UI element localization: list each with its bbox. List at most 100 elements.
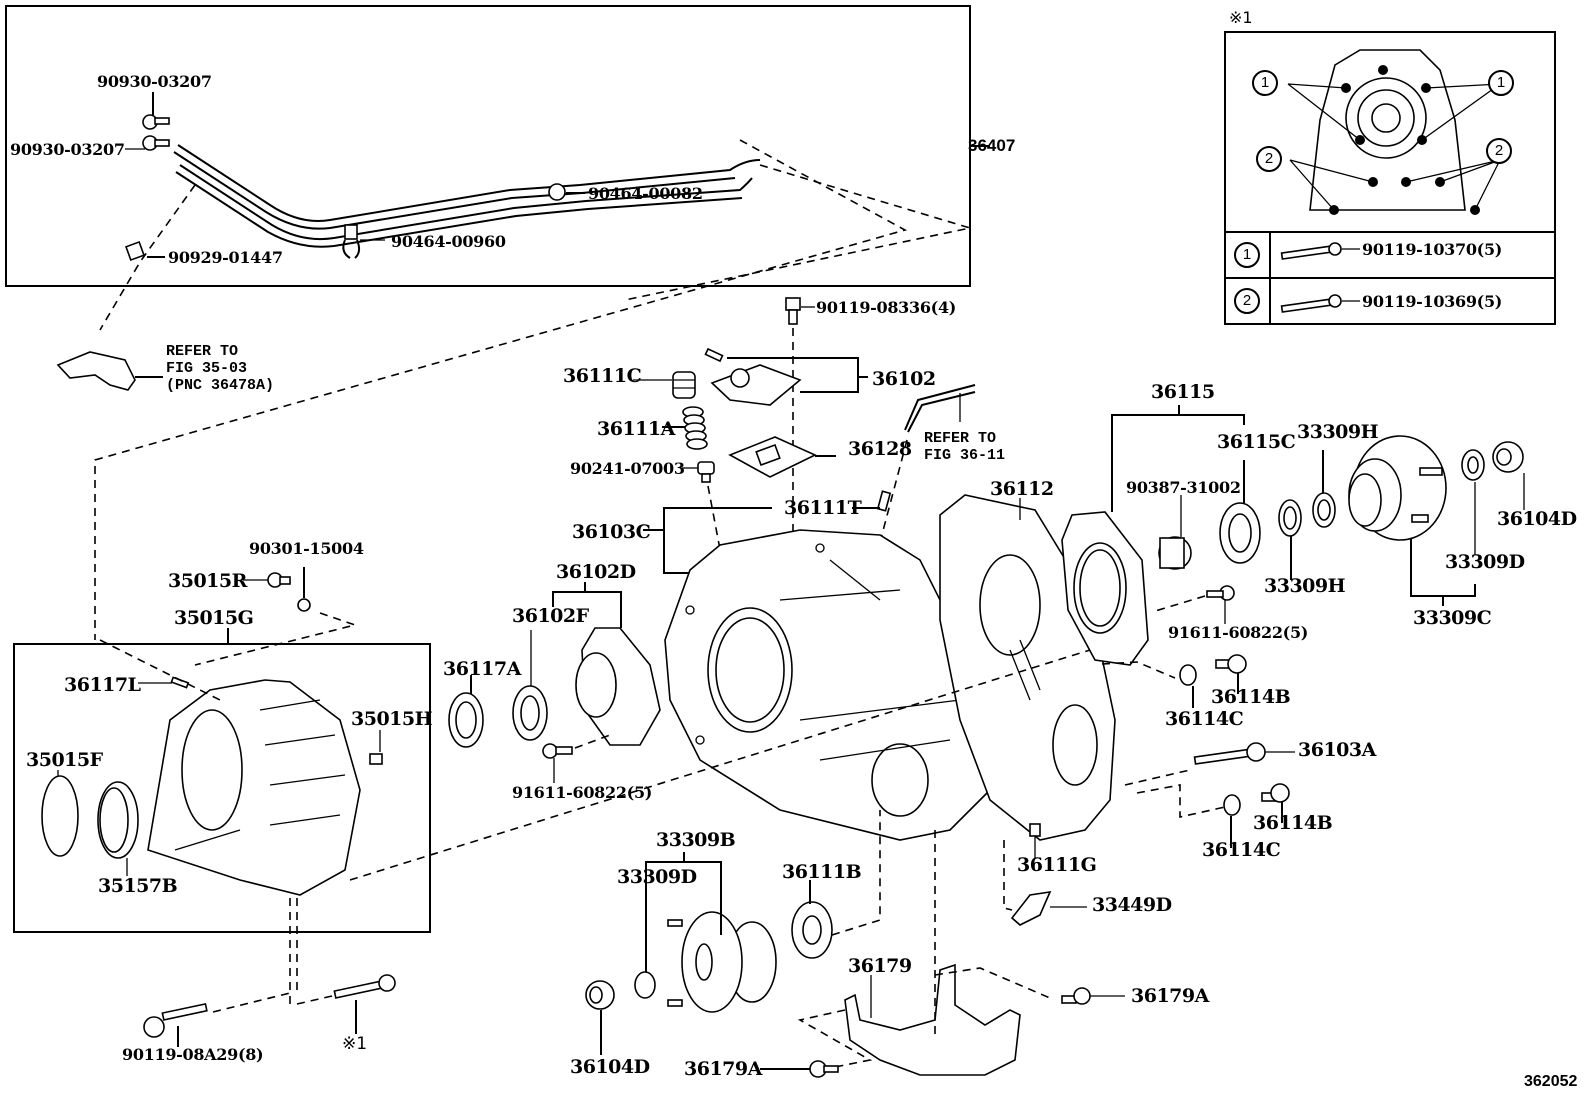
lever-33449D bbox=[1010, 890, 1052, 926]
label-36111T: 36111T bbox=[784, 497, 862, 519]
oil-seal-35157B bbox=[97, 781, 139, 859]
label-36102: 36102 bbox=[872, 368, 936, 390]
label-90241-07003: 90241-07003 bbox=[570, 459, 685, 478]
bearing-retainer-36102D bbox=[575, 627, 661, 746]
rear-cover-36115 bbox=[1061, 511, 1149, 666]
bolt-36179A-left bbox=[809, 1060, 839, 1078]
union-bolt-lower bbox=[142, 135, 170, 151]
bracket-refer-35-03 bbox=[56, 351, 136, 391]
label-90929-01447: 90929-01447 bbox=[168, 248, 283, 267]
pin-36111G bbox=[1029, 823, 1041, 837]
plug-90241-07003 bbox=[697, 461, 715, 483]
figure-id: 362052 bbox=[1524, 1073, 1578, 1090]
label-ref-x1[interactable]: ※1 bbox=[342, 1034, 368, 1054]
label-36103A: 36103A bbox=[1298, 739, 1376, 761]
pin-36102 bbox=[704, 347, 724, 363]
label-90930-03207-lower: 90930-03207 bbox=[10, 140, 125, 159]
extension-housing-frame bbox=[13, 643, 431, 933]
bracket-36179 bbox=[844, 963, 1021, 1076]
label-36114B-lower: 36114B bbox=[1253, 812, 1333, 834]
pin-36111T bbox=[876, 490, 892, 512]
nut-36104D-upper bbox=[1492, 441, 1524, 473]
bolt-36114B-lower bbox=[1261, 783, 1290, 803]
label-36111B: 36111B bbox=[782, 861, 862, 883]
bearing-36115C bbox=[1219, 502, 1261, 564]
label-36111C: 36111C bbox=[563, 365, 642, 387]
label-90464-00960: 90464-00960 bbox=[391, 232, 506, 251]
snap-ring-35015F bbox=[41, 775, 79, 857]
flange-33309B bbox=[667, 911, 777, 1013]
label-36104D-upper: 36104D bbox=[1497, 508, 1577, 530]
bushing-90387-31002 bbox=[1158, 536, 1192, 570]
label-36179A-right: 36179A bbox=[1131, 985, 1209, 1007]
label-35015F: 35015F bbox=[26, 749, 103, 771]
label-35015H: 35015H bbox=[351, 708, 433, 730]
gasket-90301-15004 bbox=[297, 598, 311, 612]
legend-marker-1: 1 bbox=[1234, 242, 1260, 268]
bolt-91611-60822-right bbox=[1206, 585, 1235, 601]
refer-note-fig-36-11[interactable]: REFER TO FIG 36-11 bbox=[924, 430, 1006, 464]
transfer-case-36103C bbox=[664, 529, 991, 841]
union-bolt-upper bbox=[142, 114, 170, 130]
inset-frame bbox=[1224, 31, 1556, 325]
label-36115: 36115 bbox=[1151, 381, 1215, 403]
label-90119-10370: 90119-10370(5) bbox=[1362, 240, 1503, 259]
label-36114C-lower: 36114C bbox=[1202, 839, 1281, 861]
label-33309H-lower: 33309H bbox=[1264, 575, 1346, 597]
spring-36111A bbox=[682, 406, 708, 450]
marker-1-right: 1 bbox=[1488, 70, 1514, 96]
label-36179A-left: 36179A bbox=[684, 1058, 762, 1080]
label-90119-08336: 90119-08336(4) bbox=[816, 298, 957, 317]
marker-2-right: 2 bbox=[1486, 138, 1512, 164]
washer-33309D-lower bbox=[634, 971, 656, 999]
label-33309H-upper: 33309H bbox=[1297, 421, 1379, 443]
label-91611-60822-right: 91611-60822(5) bbox=[1168, 623, 1309, 642]
washer-33309D-upper bbox=[1461, 449, 1485, 481]
label-36104D-lower: 36104D bbox=[570, 1056, 650, 1078]
washer-36114C-upper bbox=[1179, 664, 1197, 686]
label-36102D: 36102D bbox=[556, 561, 636, 583]
spacer-33309H-upper bbox=[1312, 492, 1336, 528]
flange-33309C bbox=[1348, 435, 1447, 541]
oil-seal-36111B bbox=[791, 901, 833, 959]
label-90387-31002: 90387-31002 bbox=[1126, 478, 1241, 497]
label-36111A: 36111A bbox=[597, 418, 675, 440]
extension-housing-35015G bbox=[147, 679, 361, 896]
label-35015G: 35015G bbox=[174, 607, 254, 629]
label-33309D-lower: 33309D bbox=[617, 866, 697, 888]
label-36103C: 36103C bbox=[572, 521, 651, 543]
bolt-90119-08336 bbox=[785, 297, 801, 325]
label-33309C: 33309C bbox=[1413, 607, 1492, 629]
transfer-tube-pair bbox=[173, 144, 761, 248]
label-33449D: 33449D bbox=[1092, 894, 1172, 916]
label-36114C-upper: 36114C bbox=[1165, 708, 1244, 730]
marker-2-left: 2 bbox=[1256, 146, 1282, 172]
label-36179: 36179 bbox=[848, 955, 912, 977]
label-36102F: 36102F bbox=[512, 605, 589, 627]
oil-seal-36102F bbox=[512, 685, 548, 741]
refer-note-fig-35-03[interactable]: REFER TO FIG 35-03 (PNC 36478A) bbox=[166, 343, 275, 394]
label-35015R: 35015R bbox=[168, 570, 247, 592]
label-36115C: 36115C bbox=[1217, 431, 1296, 453]
label-35157B: 35157B bbox=[98, 875, 178, 897]
label-33309B: 33309B bbox=[656, 829, 736, 851]
oil-seal-36117A bbox=[448, 692, 484, 748]
label-36128: 36128 bbox=[848, 438, 912, 460]
label-36117A: 36117A bbox=[443, 658, 521, 680]
bolt-36179A-right bbox=[1061, 987, 1091, 1005]
washer-36114C-lower bbox=[1223, 794, 1241, 816]
bolt-36114B-upper bbox=[1215, 654, 1247, 674]
label-90119-10369: 90119-10369(5) bbox=[1362, 292, 1503, 311]
label-36112: 36112 bbox=[990, 478, 1054, 500]
clamp-90464-00082 bbox=[548, 183, 566, 201]
legend-marker-2: 2 bbox=[1234, 288, 1260, 314]
inset-housing-drawing bbox=[1287, 49, 1501, 215]
inset-title: ※1 bbox=[1229, 8, 1253, 27]
pin-35015H bbox=[369, 753, 383, 765]
label-91611-60822-left: 91611-60822(5) bbox=[512, 783, 653, 802]
clip-90929 bbox=[125, 241, 145, 261]
label-90464-00082: 90464-00082 bbox=[588, 184, 703, 203]
marker-1-left: 1 bbox=[1252, 70, 1278, 96]
